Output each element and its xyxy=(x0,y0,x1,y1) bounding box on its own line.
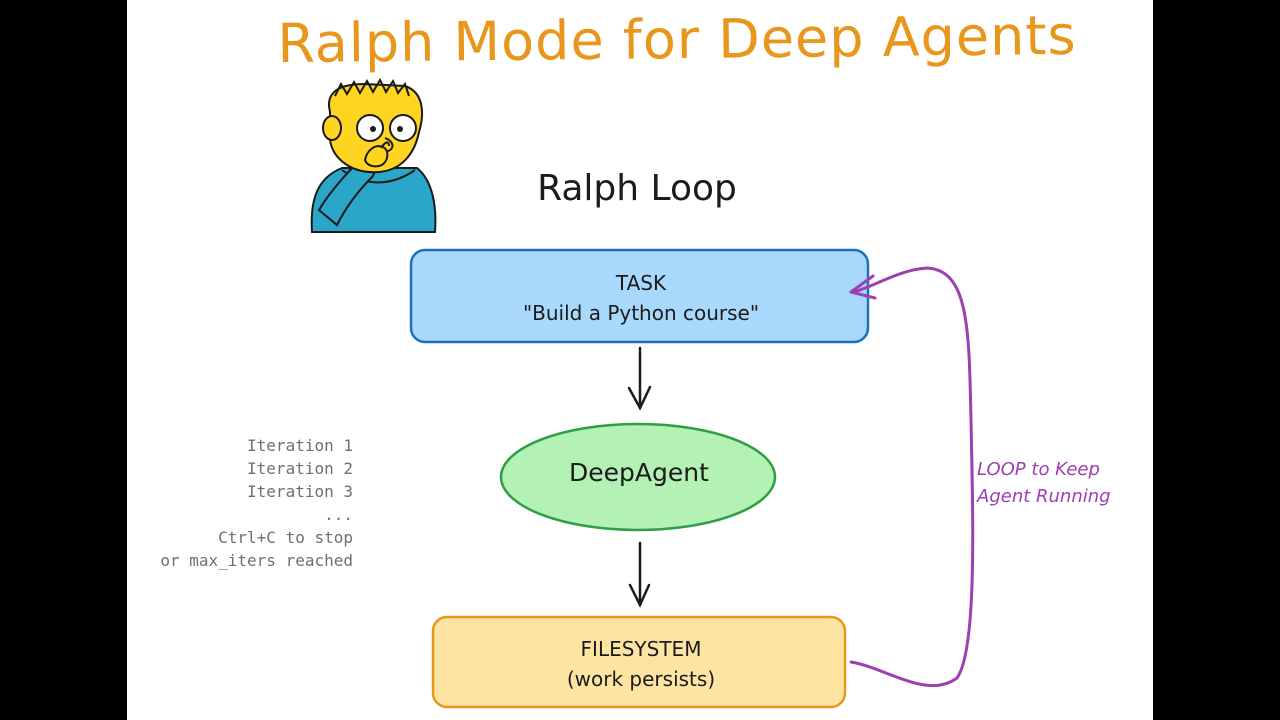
iteration-line: ... xyxy=(324,505,353,524)
iteration-list: Iteration 1 Iteration 2 Iteration 3 ... … xyxy=(127,434,353,572)
filesystem-box xyxy=(431,615,847,709)
ralph-character-illustration xyxy=(310,77,437,233)
loop-label-line: Agent Running xyxy=(977,486,1111,507)
task-label: TASK "Build a Python course" xyxy=(417,268,865,328)
loop-label-line: LOOP to Keep xyxy=(977,459,1100,480)
iteration-line: or max_iters reached xyxy=(160,551,353,570)
loop-arrow xyxy=(849,266,975,688)
filesystem-heading: FILESYSTEM xyxy=(580,637,702,661)
arrow-agent-to-filesystem xyxy=(628,541,651,608)
iteration-line: Iteration 2 xyxy=(247,459,353,478)
deepagent-label: DeepAgent xyxy=(569,458,709,487)
task-description: "Build a Python course" xyxy=(522,301,760,325)
arrow-task-to-agent xyxy=(627,346,652,411)
diagram-canvas: Ralph Mode for Deep Agents xyxy=(127,0,1153,720)
iteration-line: Iteration 1 xyxy=(247,436,353,455)
loop-label: LOOP to Keep Agent Running xyxy=(977,456,1147,510)
filesystem-label: FILESYSTEM (work persists) xyxy=(437,634,845,694)
deepagent-node xyxy=(499,422,777,532)
filesystem-description: (work persists) xyxy=(566,667,716,691)
iteration-line: Ctrl+C to stop xyxy=(218,528,353,547)
loop-subtitle: Ralph Loop xyxy=(537,168,737,209)
iteration-line: Iteration 3 xyxy=(247,482,353,501)
flow-diagram xyxy=(310,77,975,709)
task-heading: TASK xyxy=(615,271,667,295)
